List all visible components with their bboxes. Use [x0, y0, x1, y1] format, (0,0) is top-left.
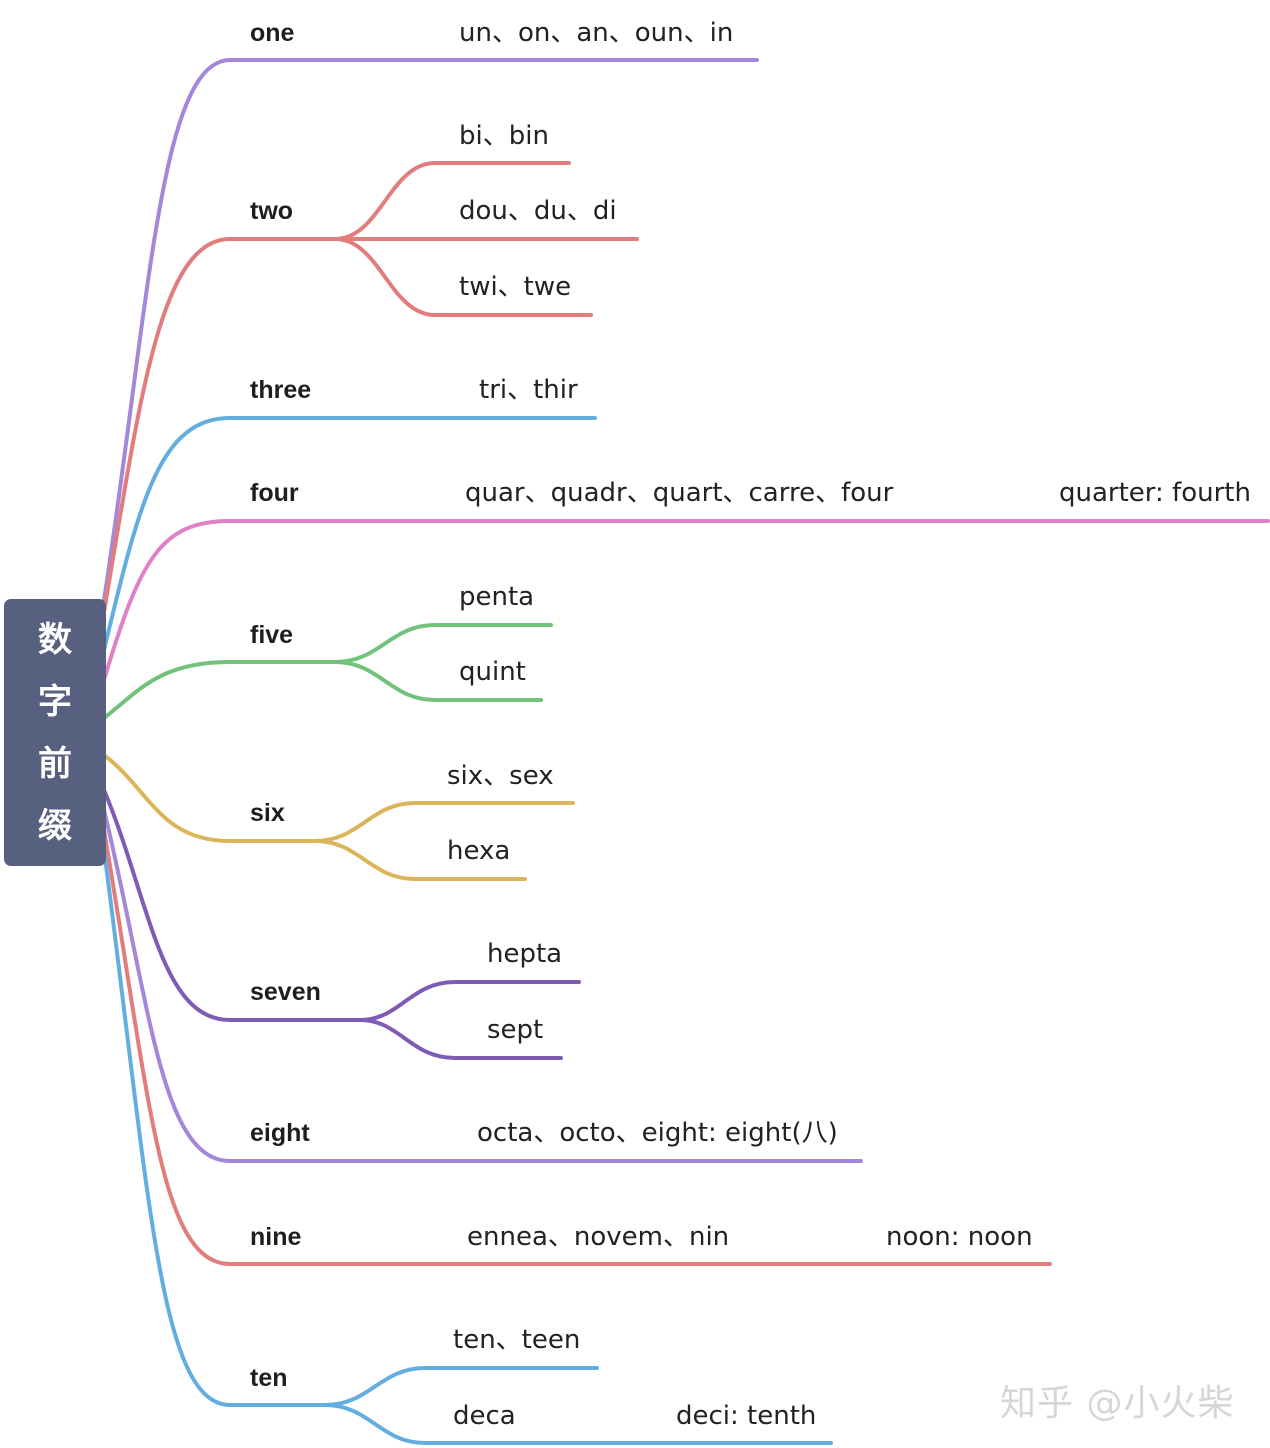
leaf-line-six-2: [313, 839, 527, 881]
connector-ten: [102, 848, 232, 1407]
leaf-line-ten-2: [323, 1403, 833, 1445]
connector-four: [102, 519, 232, 682]
watermark: 知乎 @小火柴: [1000, 1383, 1235, 1424]
leaf-label-two-1[interactable]: bi、bin: [459, 121, 549, 151]
branch-label-two[interactable]: two: [250, 197, 294, 225]
leaf-label-six-1[interactable]: six、sex: [447, 761, 554, 791]
leaf-label-nine-2[interactable]: noon: noon: [886, 1222, 1033, 1252]
connector-eight: [102, 808, 232, 1163]
branch-label-five[interactable]: five: [250, 621, 294, 649]
branch-label-nine[interactable]: nine: [250, 1223, 302, 1251]
leaf-label-ten-3[interactable]: deci: tenth: [676, 1401, 817, 1431]
branch-label-seven[interactable]: seven: [250, 978, 321, 1006]
leaf-line-six-1: [313, 801, 575, 843]
leaf-line-two-3: [333, 237, 593, 317]
connector-five: [102, 660, 232, 720]
leaf-line-five-2: [333, 660, 543, 702]
connector-one: [102, 58, 232, 602]
leaf-label-five-2[interactable]: quint: [459, 657, 526, 687]
leaf-label-six-2[interactable]: hexa: [447, 836, 511, 866]
branch-label-four[interactable]: four: [250, 479, 299, 507]
leaf-label-one-1[interactable]: un、on、an、oun、in: [459, 18, 734, 48]
leaf-label-nine-1[interactable]: ennea、novem、nin: [467, 1222, 730, 1252]
branch-label-three[interactable]: three: [250, 376, 312, 404]
branch-label-ten[interactable]: ten: [250, 1364, 288, 1392]
leaf-label-ten-1[interactable]: ten、teen: [453, 1325, 581, 1355]
connector-three: [102, 416, 232, 652]
leaf-label-three-1[interactable]: tri、thir: [479, 375, 578, 405]
leaf-label-seven-2[interactable]: sept: [487, 1015, 544, 1045]
leaf-label-two-2[interactable]: dou、du、di: [459, 196, 617, 226]
connector-seven: [102, 788, 232, 1022]
leaf-line-five-1: [333, 623, 553, 664]
connector-nine: [102, 828, 232, 1266]
connector-two: [102, 237, 232, 614]
root-node[interactable]: 数字前缀: [4, 599, 106, 866]
leaf-line-two-1: [333, 161, 571, 241]
leaf-label-ten-2[interactable]: deca: [453, 1401, 516, 1431]
branch-label-one[interactable]: one: [250, 19, 295, 47]
connector-six: [102, 753, 232, 843]
leaf-label-four-2[interactable]: quarter: fourth: [1059, 478, 1251, 508]
leaf-label-four-1[interactable]: quar、quadr、quart、carre、four: [465, 478, 894, 508]
leaf-line-ten-1: [323, 1366, 599, 1407]
leaf-line-seven-1: [358, 980, 581, 1022]
leaf-label-five-1[interactable]: penta: [459, 582, 535, 612]
leaf-label-eight-1[interactable]: octa、octo、eight: eight(八): [477, 1118, 838, 1148]
branch-label-six[interactable]: six: [250, 799, 285, 827]
leaf-label-two-3[interactable]: twi、twe: [459, 272, 572, 302]
leaf-line-seven-2: [358, 1018, 563, 1060]
branch-label-eight[interactable]: eight: [250, 1119, 310, 1147]
leaf-label-seven-1[interactable]: hepta: [487, 939, 563, 969]
root-label: 数字前缀: [38, 619, 72, 846]
